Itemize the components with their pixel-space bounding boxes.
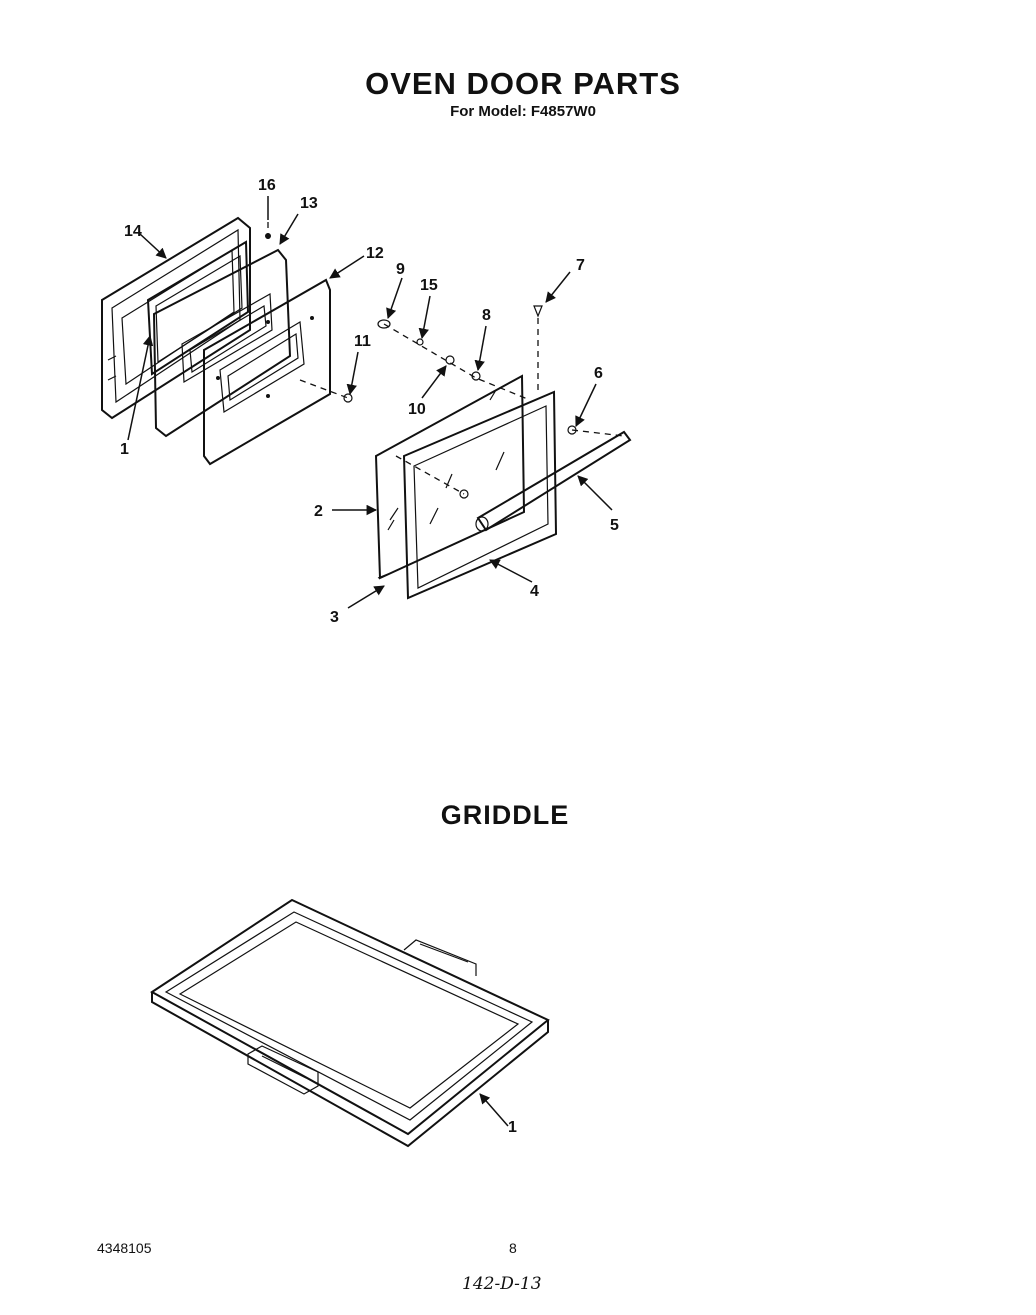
callout-7: 7 <box>576 257 585 274</box>
griddle-illustration: 1 <box>150 898 550 1148</box>
page-title: OVEN DOOR PARTS <box>365 66 681 101</box>
model-subtitle: For Model: F4857W0 <box>450 103 596 120</box>
door-frame <box>402 390 558 600</box>
door-insulation-panel <box>152 248 292 438</box>
callout-5: 5 <box>610 517 619 534</box>
callout-2: 2 <box>314 503 323 520</box>
callout-16: 16 <box>258 177 276 194</box>
callout-10: 10 <box>408 401 426 418</box>
griddle-title: GRIDDLE <box>440 800 570 830</box>
page-number: 8 <box>509 1240 517 1256</box>
callout-14: 14 <box>124 223 142 240</box>
document-number: 4348105 <box>97 1240 152 1256</box>
leader-lines <box>127 196 613 609</box>
callout-9: 9 <box>396 261 405 278</box>
callout-1: 1 <box>120 441 129 458</box>
callout-11: 11 <box>354 333 371 350</box>
callout-12: 12 <box>366 245 384 262</box>
assembly-lines <box>267 222 625 495</box>
door-gasket <box>146 240 250 376</box>
callout-3: 3 <box>330 609 339 626</box>
callout-8: 8 <box>482 307 491 324</box>
griddle-callout-1: 1 <box>508 1119 517 1136</box>
door-handle <box>475 430 632 532</box>
callout-13: 13 <box>300 195 318 212</box>
callout-4: 4 <box>530 583 539 600</box>
callout-labels: 1 2 3 4 5 6 7 8 9 10 11 12 13 14 15 16 <box>120 177 619 626</box>
handwritten-note: 142-D-13 <box>462 1274 542 1294</box>
callout-15: 15 <box>420 277 438 294</box>
door-glass <box>374 374 526 580</box>
door-inner-panel <box>203 278 331 466</box>
callout-6: 6 <box>594 365 603 382</box>
